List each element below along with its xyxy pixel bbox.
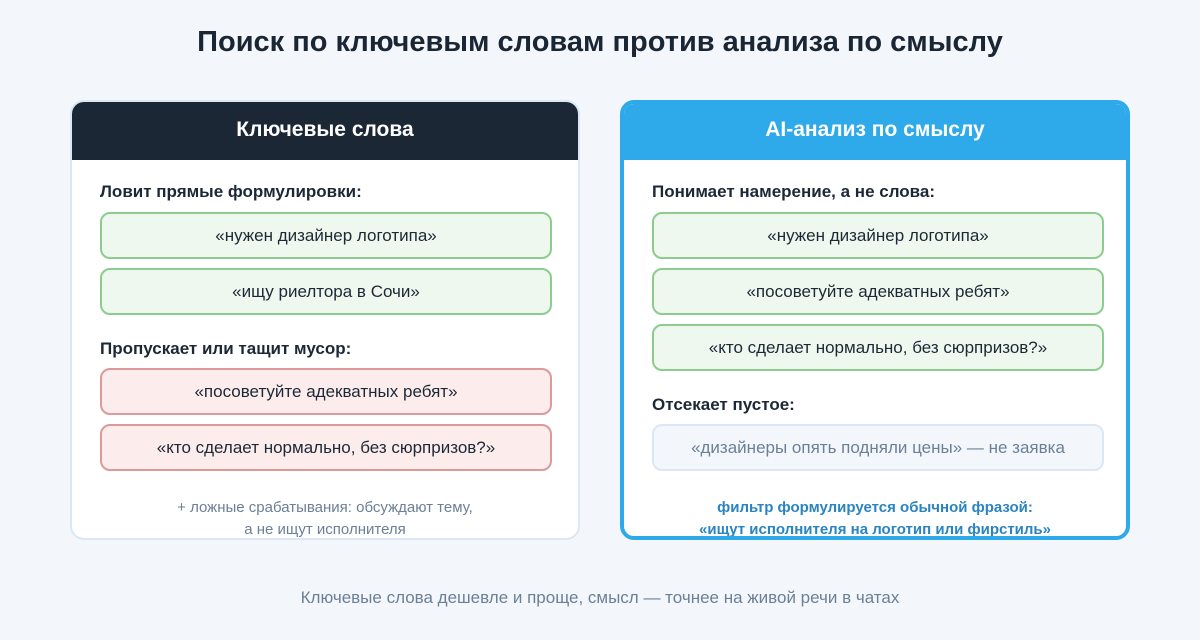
keywords-miss-item: «кто сделает нормально, без сюрпризов?» <box>100 424 552 471</box>
ai-filter-label: Отсекает пустое: <box>652 395 795 414</box>
page-title: Поиск по ключевым словам против анализа … <box>197 26 1003 58</box>
ai-filtered-item: «дизайнеры опять подняли цены» — не заяв… <box>652 424 1104 471</box>
keywords-miss-item: «посоветуйте адекватных ребят» <box>100 368 552 415</box>
ai-card: AI-анализ по смыслу Понимает намерение, … <box>620 100 1130 540</box>
ai-card-header: AI-анализ по смыслу <box>624 104 1126 160</box>
ai-footnote-line2: «ищут исполнителя на логотип или фирстил… <box>699 521 1051 538</box>
keywords-match-item: «нужен дизайнер логотипа» <box>100 212 552 259</box>
keywords-card: Ключевые слова Ловит прямые формулировки… <box>70 100 580 540</box>
keywords-matches-label: Ловит прямые формулировки: <box>100 182 362 201</box>
ai-match-item: «посоветуйте адекватных ребят» <box>652 268 1104 315</box>
ai-match-item: «кто сделает нормально, без сюрпризов?» <box>652 324 1104 371</box>
keywords-card-header: Ключевые слова <box>72 102 578 160</box>
footer-caption: Ключевые слова дешевле и проще, смысл — … <box>300 588 900 607</box>
ai-footnote-line1: фильтр формулируется обычной фразой: <box>717 499 1033 516</box>
keywords-match-item: «ищу риелтора в Сочи» <box>100 268 552 315</box>
keywords-misses-label: Пропускает или тащит мусор: <box>100 339 352 358</box>
keywords-footnote-line2: а не ищут исполнителя <box>244 521 406 538</box>
ai-footnote: фильтр формулируется обычной фразой: «ищ… <box>624 497 1126 538</box>
keywords-footnote: + ложные срабатывания: обсуждают тему, а… <box>72 497 578 538</box>
ai-matches-label: Понимает намерение, а не слова: <box>652 182 935 201</box>
ai-match-item: «нужен дизайнер логотипа» <box>652 212 1104 259</box>
keywords-footnote-line1: + ложные срабатывания: обсуждают тему, <box>177 499 473 516</box>
